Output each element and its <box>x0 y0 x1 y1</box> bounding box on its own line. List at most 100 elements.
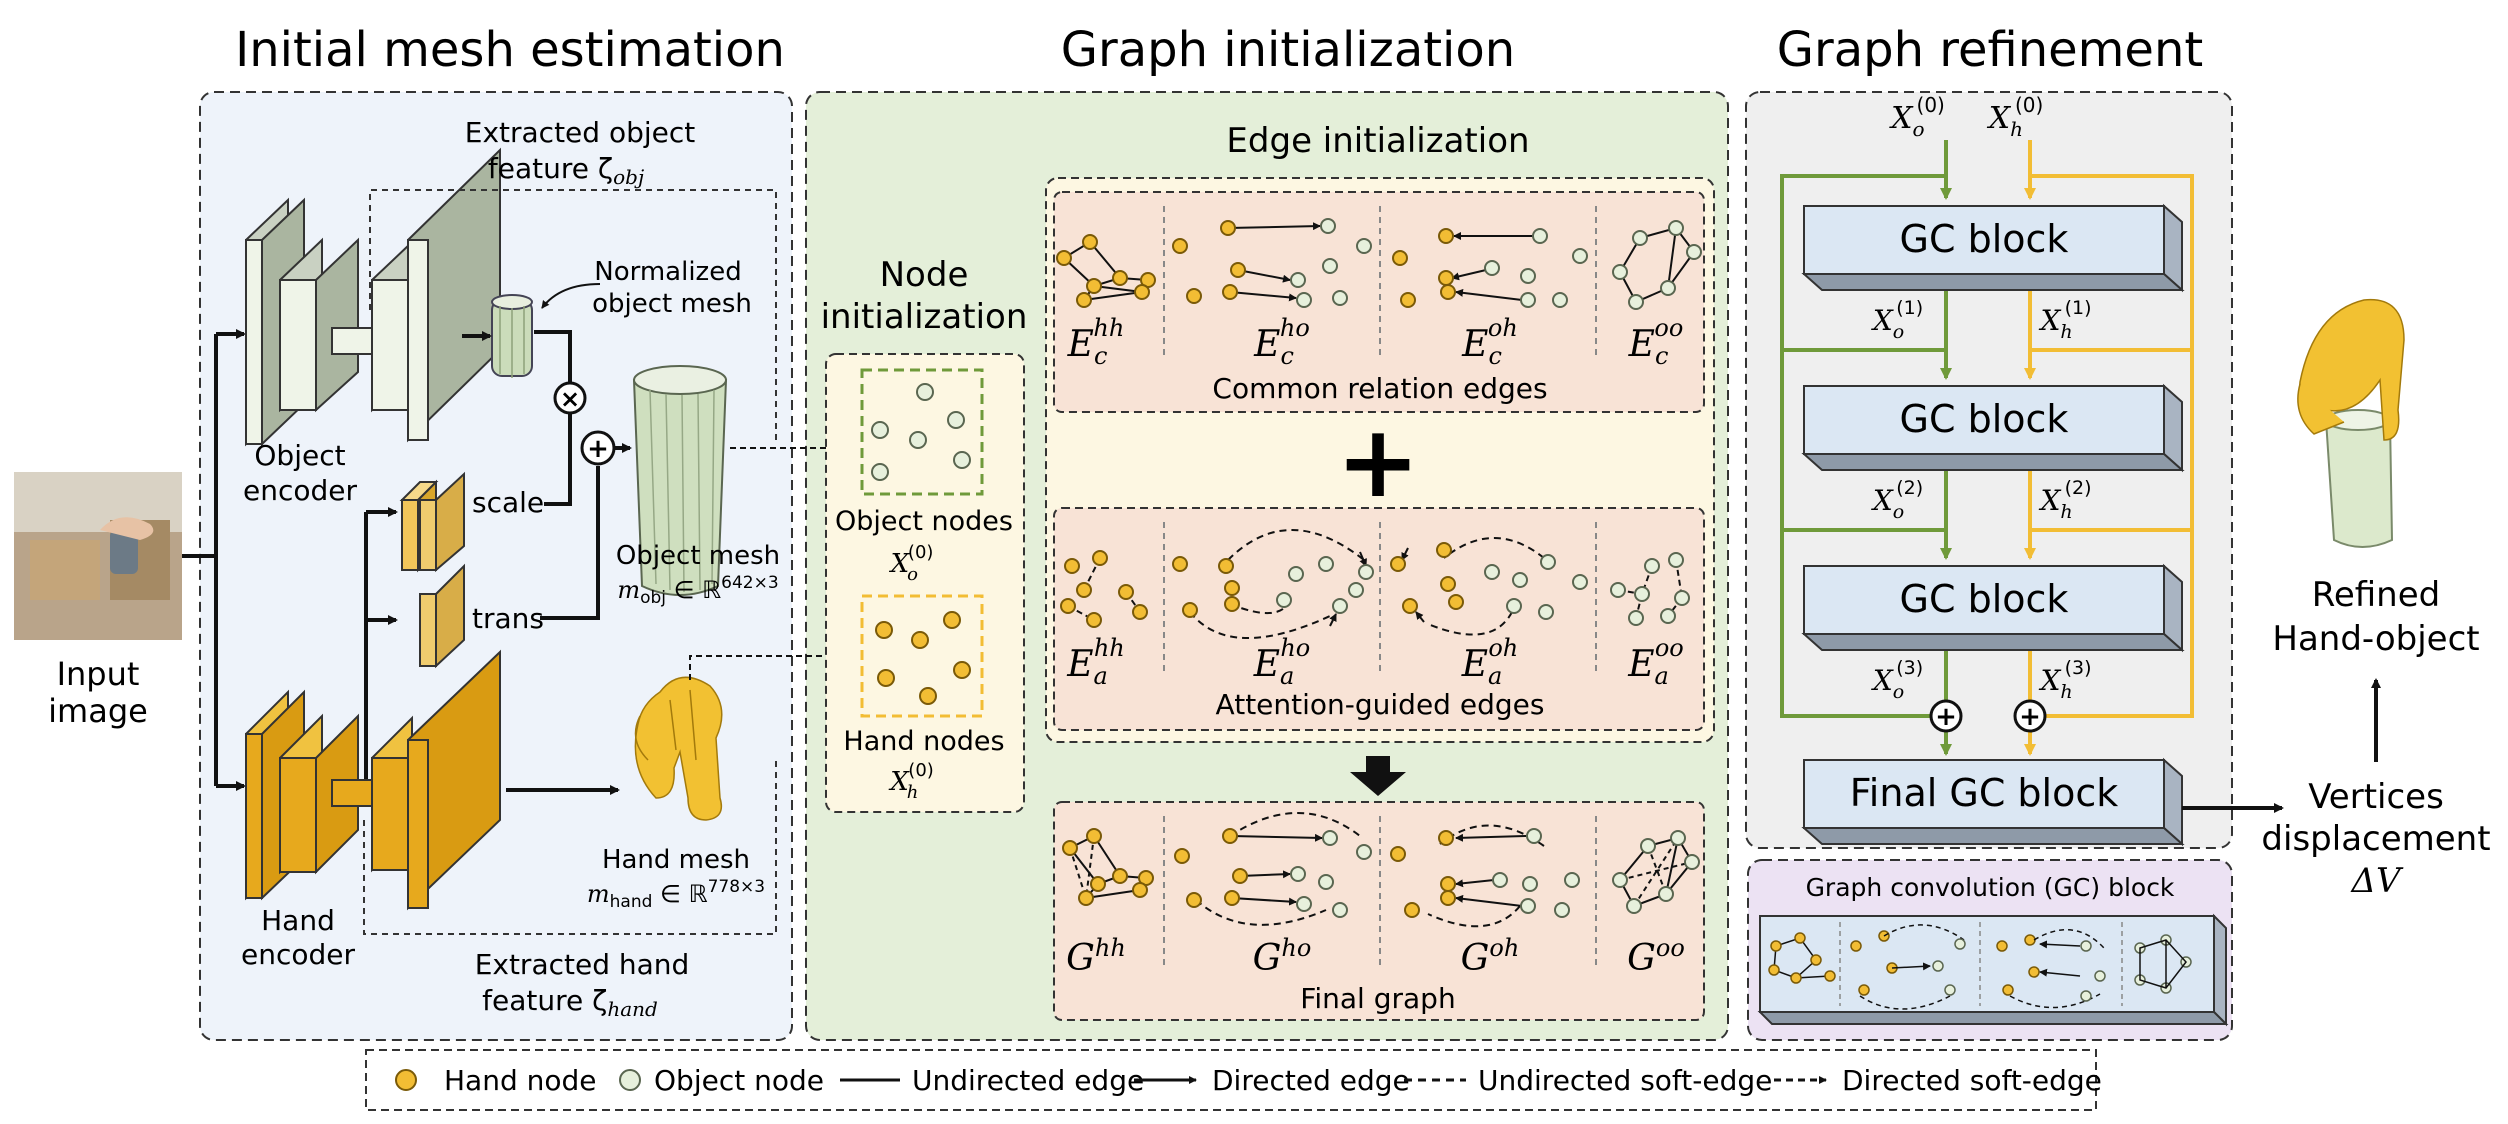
object-encoder <box>245 147 501 447</box>
input-trunk <box>182 329 246 791</box>
legend-box <box>365 1049 2097 1111</box>
ec-oo-label: Ecoo <box>1628 314 1684 370</box>
hand-nodes-label: Hand nodes <box>843 726 1004 757</box>
g-ho-label: Gho <box>1253 934 1312 979</box>
final-gc-block: Final GC block <box>1801 757 2185 847</box>
hand-mesh-label: Hand mesh <box>602 845 750 875</box>
hand-encoder <box>245 649 501 911</box>
edges-plus-sign: + <box>1336 403 1420 520</box>
final-graph-box <box>1053 801 1705 1021</box>
attention-edges-label: Attention-guided edges <box>1216 688 1545 721</box>
hand-encoder-label-2: encoder <box>241 938 355 971</box>
hand-flow-lines <box>2024 140 2194 756</box>
hand-nodes-box <box>860 594 984 718</box>
object-encoder-label-1: Object <box>254 439 345 472</box>
object-feature-frame <box>369 189 777 440</box>
ea-oo-graph <box>1610 552 1690 626</box>
x-o3-label: Xo(3) <box>1871 657 1923 703</box>
title-graph-initialization: Graph initialization <box>1061 22 1515 78</box>
edges-to-final-arrow <box>1350 756 1406 796</box>
gc-legend-block <box>1757 913 2229 1027</box>
x-h2-label: Xh(2) <box>2038 477 2091 523</box>
hand-feature-frame <box>363 760 777 935</box>
final-graph-label: Final graph <box>1300 982 1455 1015</box>
x-o0-top-label: Xo(0) <box>1889 93 1945 141</box>
g-oh-graph <box>1390 824 1580 928</box>
object-nodes-math: Xo(0) <box>889 542 934 585</box>
ea-ho-label: Eaho <box>1253 634 1311 690</box>
hand-nodes <box>875 611 971 705</box>
ea-hh-graph <box>1060 550 1148 628</box>
x-h3-label: Xh(3) <box>2038 657 2091 703</box>
svg-text:Undirected soft-edge: Undirected soft-edge <box>1478 1064 1772 1097</box>
svg-text:Final GC block: Final GC block <box>1850 771 2119 815</box>
scale-block-2 <box>419 471 465 573</box>
object-flow-lines <box>1780 140 1952 756</box>
hand-mesh-math: mhand ∈ ℝ778×3 <box>587 877 765 912</box>
svg-text:Undirected edge: Undirected edge <box>912 1064 1144 1097</box>
final-graph-dividers <box>1163 816 1597 966</box>
ec-oh-label: Ecoh <box>1461 314 1518 370</box>
object-nodes-label: Object nodes <box>835 506 1013 537</box>
svg-text:Directed edge: Directed edge <box>1212 1064 1410 1097</box>
common-edges-label: Common relation edges <box>1212 372 1547 405</box>
title-graph-refinement: Graph refinement <box>1777 22 2203 78</box>
g-ho-graph <box>1174 812 1372 926</box>
svg-text:GC block: GC block <box>1900 577 2069 621</box>
refined-hand-object <box>2297 298 2405 548</box>
gc-block-1: GC block <box>1801 203 2185 293</box>
normalized-pointer <box>541 283 601 309</box>
ec-ho-label: Echo <box>1253 314 1310 370</box>
normalized-label-2: object mesh <box>592 289 752 319</box>
refined-label-2: Hand-object <box>2272 619 2479 659</box>
extracted-hand-label-1: Extracted hand <box>475 948 690 981</box>
hand-mesh-3d <box>634 676 723 821</box>
normalized-label-1: Normalized <box>594 257 741 287</box>
edge-init-title: Edge initialization <box>1226 121 1529 161</box>
svg-text:+: + <box>1935 702 1957 732</box>
common-edges-box <box>1053 191 1705 413</box>
x-h0-top-label: Xh(0) <box>1987 93 2044 141</box>
hand-nodes-math: Xh(0) <box>888 760 934 803</box>
ec-ho-graph <box>1172 218 1372 308</box>
multiply-node: × <box>553 381 587 415</box>
svg-text:Object node: Object node <box>654 1064 824 1097</box>
hand-encoder-label-1: Hand <box>261 904 335 937</box>
title-initial-mesh: Initial mesh estimation <box>235 22 785 78</box>
g-oo-graph <box>1612 830 1700 914</box>
legend-directed-soft-edge: Directed soft-edge <box>1774 1064 2102 1097</box>
object-encoder-label-2: encoder <box>243 474 357 507</box>
svg-text:Hand node: Hand node <box>444 1064 597 1097</box>
object-nodes <box>871 383 971 481</box>
gc-legend-title: Graph convolution (GC) block <box>1806 873 2175 902</box>
trans-block <box>419 563 465 669</box>
x-o2-label: Xo(2) <box>1871 477 1923 523</box>
svg-text:×: × <box>560 385 580 413</box>
object-mesh-label: Object mesh <box>616 541 780 571</box>
g-hh-graph <box>1062 828 1154 906</box>
attention-edges-dividers <box>1163 522 1597 676</box>
extracted-hand-label-2: feature ζhand <box>482 984 658 1021</box>
node-init-label-2: initialization <box>821 297 1028 337</box>
ea-hh-label: Eahh <box>1066 634 1125 690</box>
svg-text:Directed soft-edge: Directed soft-edge <box>1842 1064 2102 1097</box>
g-hh-label: Ghh <box>1066 934 1126 979</box>
ea-oh-label: Eaoh <box>1461 634 1519 690</box>
object-mesh-math: mobj ∈ ℝ642×3 <box>617 573 778 608</box>
legend-hand-node: Hand node <box>395 1064 597 1097</box>
input-label-2: image <box>48 692 148 730</box>
gc-block-2: GC block <box>1801 383 2185 473</box>
extracted-object-label-1: Extracted object <box>465 116 695 149</box>
object-mesh-3d <box>632 365 728 596</box>
vertices-label-2: displacement <box>2261 819 2490 859</box>
legend-undirected-soft-edge: Undirected soft-edge <box>1404 1064 1772 1097</box>
legend-object-node: Object node <box>619 1064 824 1097</box>
svg-text:GC block: GC block <box>1900 397 2069 441</box>
input-image <box>14 472 182 640</box>
ea-oo-label: Eaoo <box>1627 634 1684 690</box>
x-h1-label: Xh(1) <box>2038 297 2091 343</box>
object-nodes-box <box>860 368 984 496</box>
scale-label: scale <box>472 486 544 519</box>
vertices-label-1: Vertices <box>2308 777 2444 817</box>
